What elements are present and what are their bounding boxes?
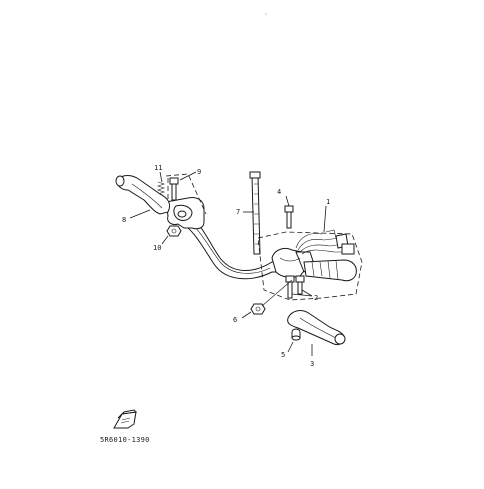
diagram-code: 5R6010-1390: [100, 436, 150, 444]
nut-10: [166, 225, 182, 237]
callout-5: 5: [281, 351, 285, 359]
strap-7: [249, 171, 261, 255]
left-lever-8: [115, 175, 171, 215]
tab-badge-icon: [113, 409, 138, 429]
screws-2: [285, 275, 305, 299]
bracket-bolt-9: [169, 177, 179, 201]
leader-lines: [129, 171, 327, 356]
callout-11: 11: [154, 164, 162, 172]
scan-speck: [265, 13, 267, 15]
callout-9: 9: [197, 168, 201, 176]
right-lever-3: [287, 310, 346, 345]
nut-6: [250, 303, 266, 315]
callout-2: 2: [314, 294, 318, 302]
spring-11: [157, 181, 165, 195]
callout-10: 10: [153, 244, 161, 252]
left-assembly-axis: [165, 173, 207, 215]
nut-6-axis: [261, 279, 293, 307]
switch-assembly-boundary: [257, 231, 363, 301]
callout-3: 3: [310, 360, 314, 368]
callout-4: 4: [277, 188, 281, 196]
collar-5: [291, 328, 301, 341]
wire-harness: [295, 229, 355, 255]
callout-6: 6: [233, 316, 237, 324]
callout-1: 1: [326, 198, 330, 206]
callout-8: 8: [122, 216, 126, 224]
left-lever-bracket: [165, 197, 205, 230]
callout-7: 7: [236, 208, 240, 216]
screw-4: [284, 205, 294, 229]
throttle-grip: [303, 259, 357, 282]
